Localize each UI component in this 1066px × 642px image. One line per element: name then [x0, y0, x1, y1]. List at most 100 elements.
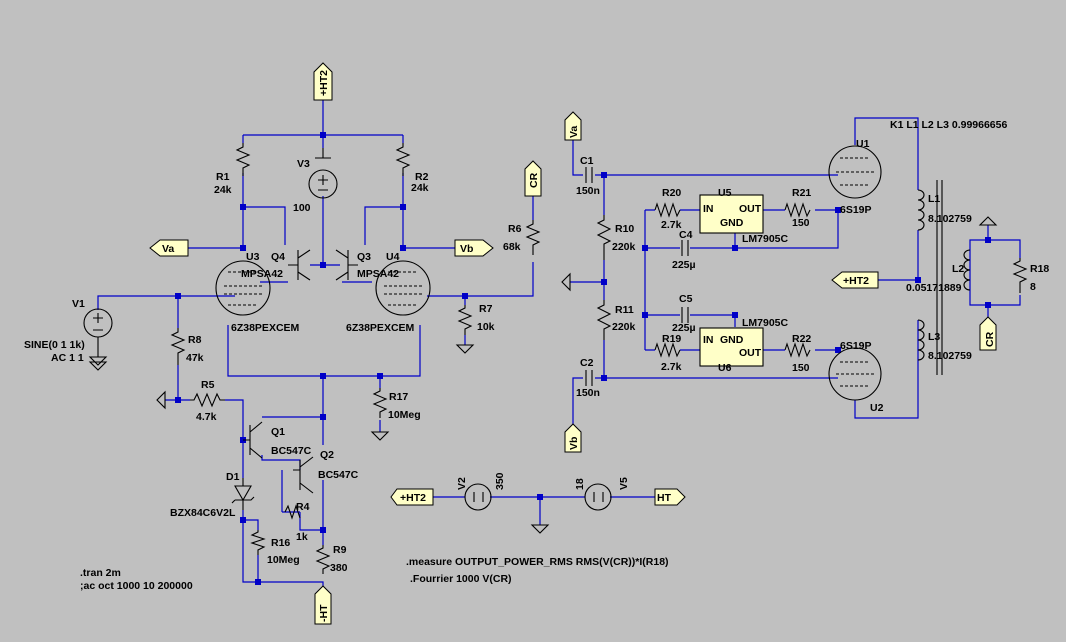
svg-text:R19: R19 — [662, 333, 681, 345]
svg-text:IN: IN — [703, 334, 714, 346]
svg-text:R22: R22 — [792, 333, 811, 345]
resistor-r11 — [596, 300, 612, 340]
svg-text:R9: R9 — [333, 544, 347, 556]
svg-text:L2: L2 — [952, 263, 964, 275]
transformer-core — [936, 180, 943, 375]
capacitor-c1 — [585, 167, 593, 183]
svg-text:2.7k: 2.7k — [661, 219, 682, 231]
regulator-u6 — [699, 327, 764, 367]
junctions — [175, 132, 991, 585]
resistor-r6 — [525, 220, 541, 255]
svg-text:U3: U3 — [246, 251, 260, 263]
svg-text:;ac oct 1000 10 200000: ;ac oct 1000 10 200000 — [80, 580, 193, 592]
svg-text:10k: 10k — [477, 321, 495, 333]
svg-text:-HT: -HT — [318, 604, 330, 622]
svg-text:6Z38PEXCEM: 6Z38PEXCEM — [231, 322, 300, 334]
svg-text:BC547C: BC547C — [271, 445, 312, 457]
zener-diode-d1 — [231, 478, 255, 510]
svg-text:K1 L1 L2 L3 0.99966656: K1 L1 L2 L3 0.99966656 — [890, 119, 1007, 131]
svg-text:6S19P: 6S19P — [840, 340, 872, 352]
resistor-r20 — [654, 202, 681, 218]
svg-text:R2: R2 — [415, 171, 429, 183]
svg-text:Q3: Q3 — [357, 251, 371, 263]
component-labels: R1 24k R2 24k V3 100 Q4 MPSA42 Q3 MPSA42… — [24, 138, 1049, 574]
svg-text:18: 18 — [574, 478, 586, 490]
net-tag-cr-right: CR — [979, 316, 997, 351]
svg-text:C4: C4 — [679, 229, 693, 241]
svg-text:Q1: Q1 — [271, 426, 285, 438]
svg-text:8: 8 — [1030, 281, 1036, 293]
svg-text:R4: R4 — [296, 501, 310, 513]
svg-text:R21: R21 — [792, 187, 811, 199]
svg-text:24k: 24k — [411, 182, 429, 194]
svg-text:+HT2: +HT2 — [400, 492, 426, 504]
svg-text:.tran 2m: .tran 2m — [80, 567, 121, 579]
net-tag-cr-top: CR — [524, 160, 542, 197]
svg-text:220k: 220k — [612, 321, 636, 333]
svg-text:V1: V1 — [72, 298, 85, 310]
svg-text:R7: R7 — [479, 303, 493, 315]
svg-text:10Meg: 10Meg — [267, 554, 300, 566]
svg-text:Q4: Q4 — [271, 251, 285, 263]
voltage-source-v1 — [83, 308, 113, 366]
svg-text:100: 100 — [293, 202, 311, 214]
tube-u4 — [375, 260, 431, 316]
capacitor-c2 — [585, 370, 593, 386]
svg-text:1k: 1k — [296, 531, 308, 543]
wires — [97, 100, 1021, 594]
svg-text:BZX84C6V2L: BZX84C6V2L — [170, 507, 236, 519]
svg-text:6S19P: 6S19P — [840, 204, 872, 216]
inductor-l3 — [917, 319, 925, 361]
tube-u1 — [828, 145, 882, 199]
svg-text:IN: IN — [703, 203, 714, 215]
regulator-u5 — [699, 194, 764, 234]
transistor-q3 — [335, 249, 358, 281]
net-tag-va-left: Va — [149, 239, 189, 257]
svg-text:CR: CR — [984, 331, 996, 347]
svg-text:R8: R8 — [188, 334, 202, 346]
svg-text:150: 150 — [792, 362, 810, 374]
resistor-r7 — [457, 305, 473, 335]
svg-text:U6: U6 — [718, 362, 732, 374]
svg-text:R20: R20 — [662, 187, 681, 199]
svg-text:R10: R10 — [615, 223, 634, 235]
svg-text:R1: R1 — [216, 171, 230, 183]
capacitor-c5 — [681, 307, 689, 323]
tube-u3 — [215, 260, 271, 316]
inductor-l2 — [963, 249, 971, 291]
net-tag-ht-bottom: HT — [654, 488, 686, 506]
svg-text:U1: U1 — [856, 138, 870, 150]
svg-text:8.102759: 8.102759 — [928, 350, 972, 362]
svg-text:225µ: 225µ — [672, 259, 696, 271]
svg-text:.Fourrier 1000 V(CR): .Fourrier 1000 V(CR) — [410, 573, 512, 585]
resistor-r8 — [170, 328, 186, 365]
svg-text:SINE(0 1 1k): SINE(0 1 1k) — [24, 339, 85, 351]
svg-text:GND: GND — [720, 334, 744, 346]
svg-text:380: 380 — [330, 562, 348, 574]
voltage-source-v5 — [584, 483, 612, 511]
net-tag-ht2-top: +HT2 — [313, 62, 333, 101]
net-tag-vb-left: Vb — [454, 239, 494, 257]
svg-text:GND: GND — [720, 217, 744, 229]
svg-text:+HT2: +HT2 — [843, 275, 869, 287]
svg-text:R18: R18 — [1030, 263, 1049, 275]
svg-text:V5: V5 — [618, 477, 630, 490]
svg-text:150n: 150n — [576, 185, 600, 197]
svg-text:U4: U4 — [386, 251, 400, 263]
svg-text:47k: 47k — [186, 352, 204, 364]
svg-text:Vb: Vb — [460, 243, 473, 255]
svg-text:150: 150 — [792, 217, 810, 229]
svg-text:LM7905C: LM7905C — [742, 233, 789, 245]
svg-text:U5: U5 — [718, 187, 732, 199]
resistor-r17 — [372, 388, 388, 418]
svg-text:BC547C: BC547C — [318, 469, 359, 481]
svg-text:AC 1 1: AC 1 1 — [51, 352, 84, 364]
voltage-source-v2 — [464, 483, 492, 511]
svg-text:24k: 24k — [214, 184, 232, 196]
svg-text:68k: 68k — [503, 241, 521, 253]
voltage-source-v3 — [308, 148, 338, 199]
resistor-r5 — [190, 392, 225, 408]
resistor-r10 — [596, 215, 612, 260]
svg-text:D1: D1 — [226, 471, 240, 483]
